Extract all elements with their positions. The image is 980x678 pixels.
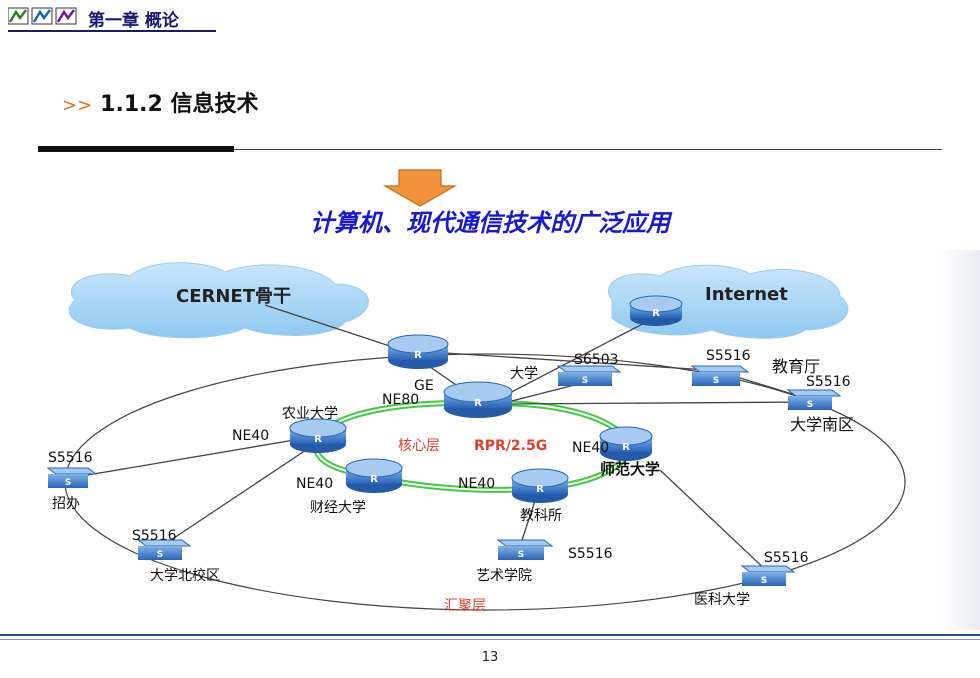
router-jiaoke: R bbox=[511, 468, 569, 503]
router-internet: R bbox=[629, 295, 683, 326]
diagram-labels: GE NE80 大学 S6503 S5516 教育厅 S5516 大学南区 农业… bbox=[48, 348, 854, 614]
switch-yishu: S bbox=[496, 539, 554, 560]
device-letter: S bbox=[713, 376, 719, 386]
section-rule-thin bbox=[234, 149, 942, 150]
label-s6503: S6503 bbox=[574, 352, 619, 368]
label-ne40-jiaoke: NE40 bbox=[458, 476, 495, 492]
chapter-logo-icon bbox=[8, 7, 77, 25]
cernet-cloud bbox=[68, 262, 369, 339]
cernet-label: CERNET骨干 bbox=[176, 286, 291, 307]
device-letter: R bbox=[652, 308, 660, 319]
chapter-title: 第一章 概论 bbox=[88, 11, 179, 31]
label-s5516-yike: S5516 bbox=[764, 550, 809, 566]
router-caijing: R bbox=[345, 458, 403, 493]
device-letter: S bbox=[518, 550, 524, 560]
label-zhaoban: 招办 bbox=[52, 496, 80, 512]
label-daxue: 大学 bbox=[510, 366, 538, 382]
switch-s6503: S bbox=[556, 365, 622, 386]
device-letter: R bbox=[622, 442, 630, 453]
label-daxuenanqu: 大学南区 bbox=[790, 415, 854, 434]
router-ne80: R bbox=[443, 381, 513, 418]
label-yishu: 艺术学院 bbox=[476, 568, 532, 584]
label-jiaoyuting: 教育厅 bbox=[772, 357, 820, 376]
device-letter: S bbox=[65, 478, 71, 488]
slide-subtitle: 计算机、现代通信技术的广泛应用 bbox=[310, 208, 670, 237]
device-letter: R bbox=[414, 350, 422, 361]
label-nongye: 农业大学 bbox=[282, 406, 338, 422]
footer-rule-thin bbox=[0, 639, 980, 640]
device-letter: R bbox=[314, 434, 322, 445]
section-title: 1.1.2 信息技术 bbox=[100, 92, 259, 117]
header-bar: 第一章 概论 bbox=[0, 0, 220, 34]
switch-jiaoyu: S bbox=[690, 365, 750, 386]
network-links bbox=[69, 304, 813, 575]
network-diagram: CERNET骨干 Internet R R R bbox=[46, 262, 906, 614]
router-shifan: R bbox=[599, 426, 653, 461]
label-rpr: RPR/2.5G bbox=[474, 438, 547, 454]
header-underline bbox=[8, 30, 216, 32]
label-caijing: 财经大学 bbox=[310, 500, 366, 516]
switch-yike: S bbox=[740, 565, 796, 586]
label-s5516-yishu: S5516 bbox=[568, 546, 613, 562]
label-s5516-jiaoyu: S5516 bbox=[706, 348, 751, 364]
label-huiju: 汇聚层 bbox=[444, 598, 486, 614]
section-arrows: >> bbox=[62, 95, 93, 116]
background-fade bbox=[940, 250, 980, 630]
footer-rule bbox=[0, 634, 980, 636]
section-rule-thick bbox=[38, 146, 234, 152]
router-cernet: R bbox=[387, 334, 449, 369]
label-jiaokesuo: 教科所 bbox=[520, 508, 562, 524]
label-ne40-caijing: NE40 bbox=[296, 476, 333, 492]
device-letter: S bbox=[761, 576, 767, 586]
device-letter: S bbox=[157, 550, 163, 560]
label-shifan: 师范大学 bbox=[600, 460, 660, 478]
device-letter: R bbox=[536, 484, 544, 495]
label-yike: 医科大学 bbox=[694, 592, 750, 608]
label-ne80: NE80 bbox=[382, 392, 419, 408]
down-arrow-icon bbox=[383, 169, 457, 207]
switch-nanqu: S bbox=[786, 389, 842, 410]
device-letter: S bbox=[807, 400, 813, 410]
label-s5516-zhaoban: S5516 bbox=[48, 450, 93, 466]
device-letter: R bbox=[474, 398, 482, 409]
switch-beixiao: S bbox=[136, 539, 192, 560]
label-beixiaoqu: 大学北校区 bbox=[150, 567, 220, 584]
label-ge: GE bbox=[414, 378, 434, 394]
device-letter: S bbox=[582, 376, 588, 386]
label-s5516-nanqu: S5516 bbox=[806, 374, 851, 390]
label-core-layer: 核心层 bbox=[398, 438, 440, 454]
label-ne40-nongye: NE40 bbox=[232, 428, 269, 444]
label-ne40-shifan: NE40 bbox=[572, 440, 609, 456]
switch-zhaoban: S bbox=[46, 467, 98, 488]
internet-label: Internet bbox=[705, 284, 788, 305]
router-nongye: R bbox=[289, 418, 347, 453]
section-heading: >> 1.1.2 信息技术 bbox=[62, 86, 258, 118]
page-number: 13 bbox=[481, 650, 499, 665]
device-letter: R bbox=[370, 474, 378, 485]
label-s5516-beixiao: S5516 bbox=[132, 528, 177, 544]
